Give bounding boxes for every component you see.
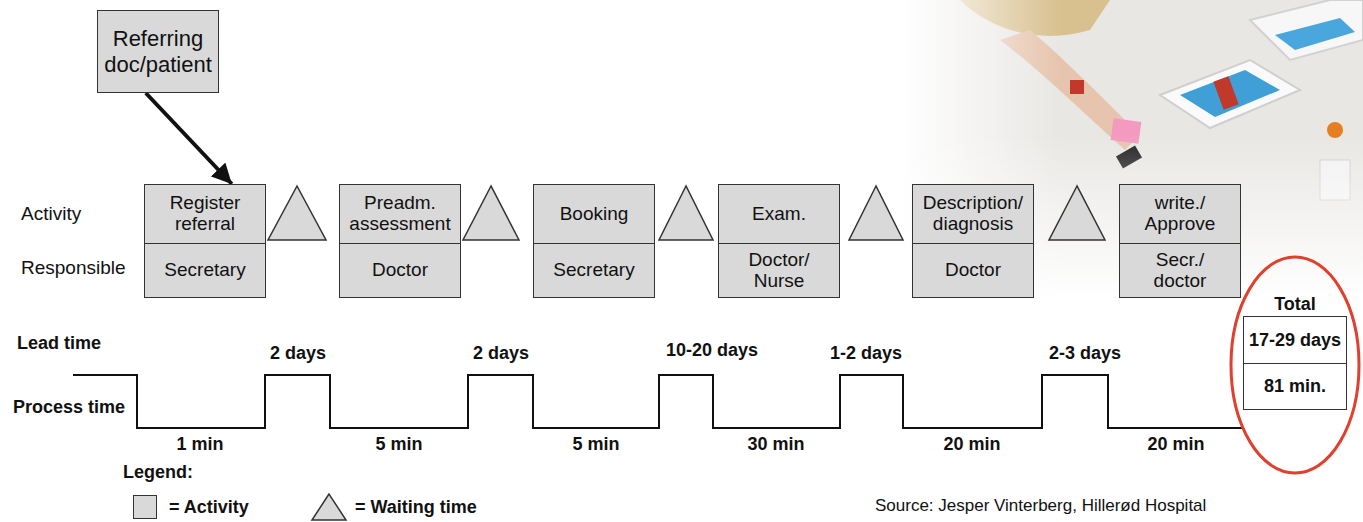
time-value: 30 min xyxy=(746,434,805,455)
time-value: 2 days xyxy=(269,343,327,364)
total-value: 17-29 days xyxy=(1244,317,1346,363)
time-value: 5 min xyxy=(571,434,620,455)
activity-name: Register referral xyxy=(145,185,265,243)
activity-name: Description/ diagnosis xyxy=(913,185,1033,243)
time-value: 2 days xyxy=(472,343,530,364)
activity-box: Preadm. assessmentDoctor xyxy=(339,184,461,298)
responsible-role: Doctor xyxy=(340,243,460,297)
legend-swatch xyxy=(133,495,157,519)
responsible-role: Doctor xyxy=(913,243,1033,297)
time-value: 20 min xyxy=(1146,434,1205,455)
timeline-step-line xyxy=(73,375,1243,428)
activity-name: write./ Approve xyxy=(1120,185,1240,243)
waiting-triangle xyxy=(659,186,713,240)
time-value: 1 min xyxy=(175,434,224,455)
box-label: Referring doc/patient xyxy=(102,26,214,77)
responsible-role: Doctor/ Nurse xyxy=(719,243,839,297)
legend-title: Legend: xyxy=(122,462,194,483)
legend-triangle xyxy=(312,494,346,520)
activity-name: Preadm. assessment xyxy=(340,185,460,243)
referral-arrow xyxy=(146,93,232,184)
activity-box: Exam.Doctor/ Nurse xyxy=(718,184,840,298)
activity-box: Register referralSecretary xyxy=(144,184,266,298)
total-box: Total17-29 days81 min. xyxy=(1243,292,1347,410)
waiting-triangle xyxy=(268,186,326,240)
time-value: 5 min xyxy=(374,434,423,455)
legend-text: = Waiting time xyxy=(354,497,478,518)
highlight-ellipse xyxy=(1231,257,1359,473)
activity-name: Booking xyxy=(534,185,654,243)
workshop-photo xyxy=(900,0,1363,300)
row-heading: Responsible xyxy=(20,257,127,279)
waiting-triangle xyxy=(1049,186,1105,240)
activity-box: write./ ApproveSecr./ doctor xyxy=(1119,184,1241,298)
waiting-triangle xyxy=(849,186,903,240)
source-box: Referring doc/patient xyxy=(97,10,219,93)
total-heading: Total xyxy=(1243,292,1347,316)
activity-name: Exam. xyxy=(719,185,839,243)
time-value: 10-20 days xyxy=(665,340,759,361)
total-value: 81 min. xyxy=(1244,363,1346,409)
time-value: 20 min xyxy=(942,434,1001,455)
responsible-role: Secretary xyxy=(145,243,265,297)
time-value: 2-3 days xyxy=(1048,343,1122,364)
row-heading: Lead time xyxy=(16,333,102,354)
activity-box: BookingSecretary xyxy=(533,184,655,298)
source-note: Source: Jesper Vinterberg, Hillerød Hosp… xyxy=(874,496,1207,516)
responsible-role: Secretary xyxy=(534,243,654,297)
legend-text: = Activity xyxy=(168,497,250,518)
row-heading: Process time xyxy=(12,397,126,418)
responsible-role: Secr./ doctor xyxy=(1120,243,1240,297)
time-value: 1-2 days xyxy=(829,343,903,364)
waiting-triangle xyxy=(463,186,519,240)
row-heading: Activity xyxy=(20,203,82,225)
activity-box: Description/ diagnosisDoctor xyxy=(912,184,1034,298)
total-frame: 17-29 days81 min. xyxy=(1243,316,1347,410)
